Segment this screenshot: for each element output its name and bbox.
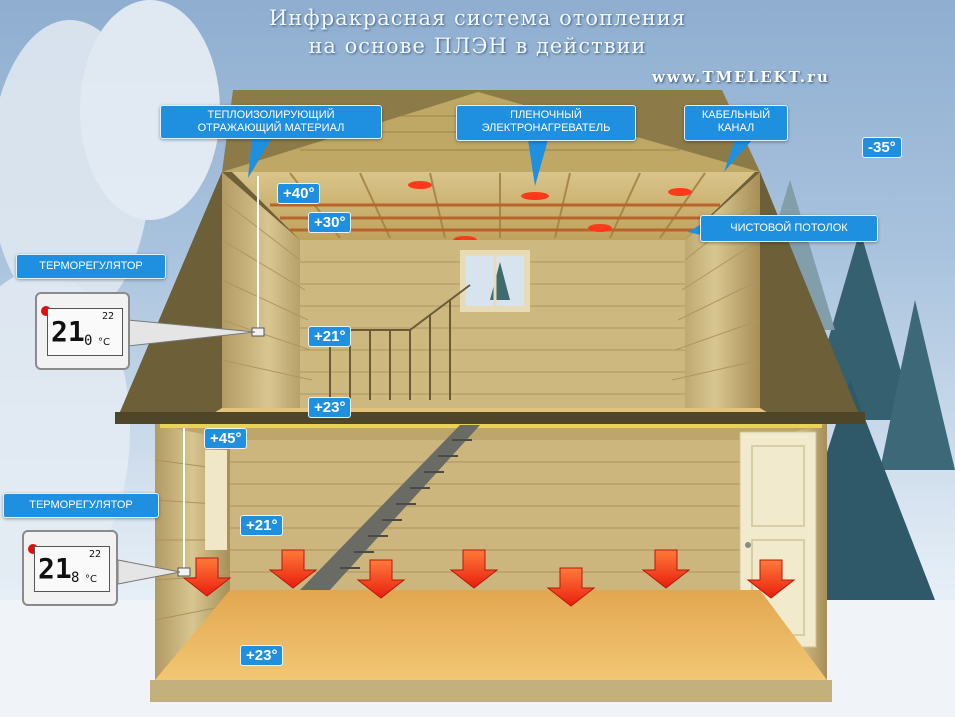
thermostat-setpoint: 22 xyxy=(102,311,115,322)
temp-lower-room-air: +21° xyxy=(240,515,284,536)
indicator-dot-icon xyxy=(41,306,51,316)
upstairs-window xyxy=(460,250,530,312)
website-url: www.TMELEKT.ru xyxy=(652,68,830,86)
thermostat-screen: 21 0 °C 22 xyxy=(47,308,123,356)
heat-arrow xyxy=(546,567,596,607)
temp-attic-ceiling: +30° xyxy=(308,212,352,233)
thermostat-reading: 21 xyxy=(38,552,72,585)
heat-arrow xyxy=(746,559,796,599)
diagram-title-line2: на основе ПЛЭН в действии xyxy=(308,34,647,58)
heat-arrow xyxy=(356,559,406,599)
thermostat-lower: 21 8 °C 22 xyxy=(22,530,118,606)
callout-insulation: ТЕПЛОИЗОЛИРУЮЩИЙ ОТРАЖАЮЩИЙ МАТЕРИАЛ xyxy=(160,105,382,139)
callout-film-heater: ПЛЕНОЧНЫЙ ЭЛЕКТРОНАГРЕВАТЕЛЬ xyxy=(456,105,636,141)
callout-finish-ceiling: ЧИСТОВОЙ ПОТОЛОК xyxy=(700,215,878,242)
heat-arrow xyxy=(268,549,318,589)
thermostat-unit: °C xyxy=(98,337,110,348)
temp-attic-film: +40° xyxy=(277,183,321,204)
temp-upper-floor: +23° xyxy=(308,397,352,418)
temp-lower-ceiling: +45° xyxy=(204,428,248,449)
thermostat-decimal: 0 xyxy=(84,333,93,349)
heat-arrow xyxy=(182,557,232,597)
staircase xyxy=(300,425,480,590)
indicator-dot-icon xyxy=(28,544,38,554)
thermostat-screen: 21 8 °C 22 xyxy=(34,546,110,592)
heat-arrow xyxy=(641,549,691,589)
thermostat-decimal: 8 xyxy=(71,570,80,586)
heat-arrows xyxy=(182,549,796,607)
temp-outside: -35° xyxy=(862,137,902,158)
temp-upper-room-air: +21° xyxy=(308,326,352,347)
callout-cable-channel: КАБЕЛЬНЫЙ КАНАЛ xyxy=(684,105,788,141)
thermostat-unit: °C xyxy=(85,574,97,585)
thermostat-setpoint: 22 xyxy=(89,549,102,560)
diagram-title-line1: Инфракрасная система отопления xyxy=(268,6,686,30)
heat-arrow xyxy=(449,549,499,589)
callout-thermostat-upper: ТЕРМОРЕГУЛЯТОР xyxy=(16,254,166,279)
callout-thermostat-lower: ТЕРМОРЕГУЛЯТОР xyxy=(3,493,159,518)
thermostat-reading: 21 xyxy=(51,315,85,348)
thermostat-upper: 21 0 °C 22 xyxy=(35,292,130,370)
temp-lower-floor: +23° xyxy=(240,645,284,666)
